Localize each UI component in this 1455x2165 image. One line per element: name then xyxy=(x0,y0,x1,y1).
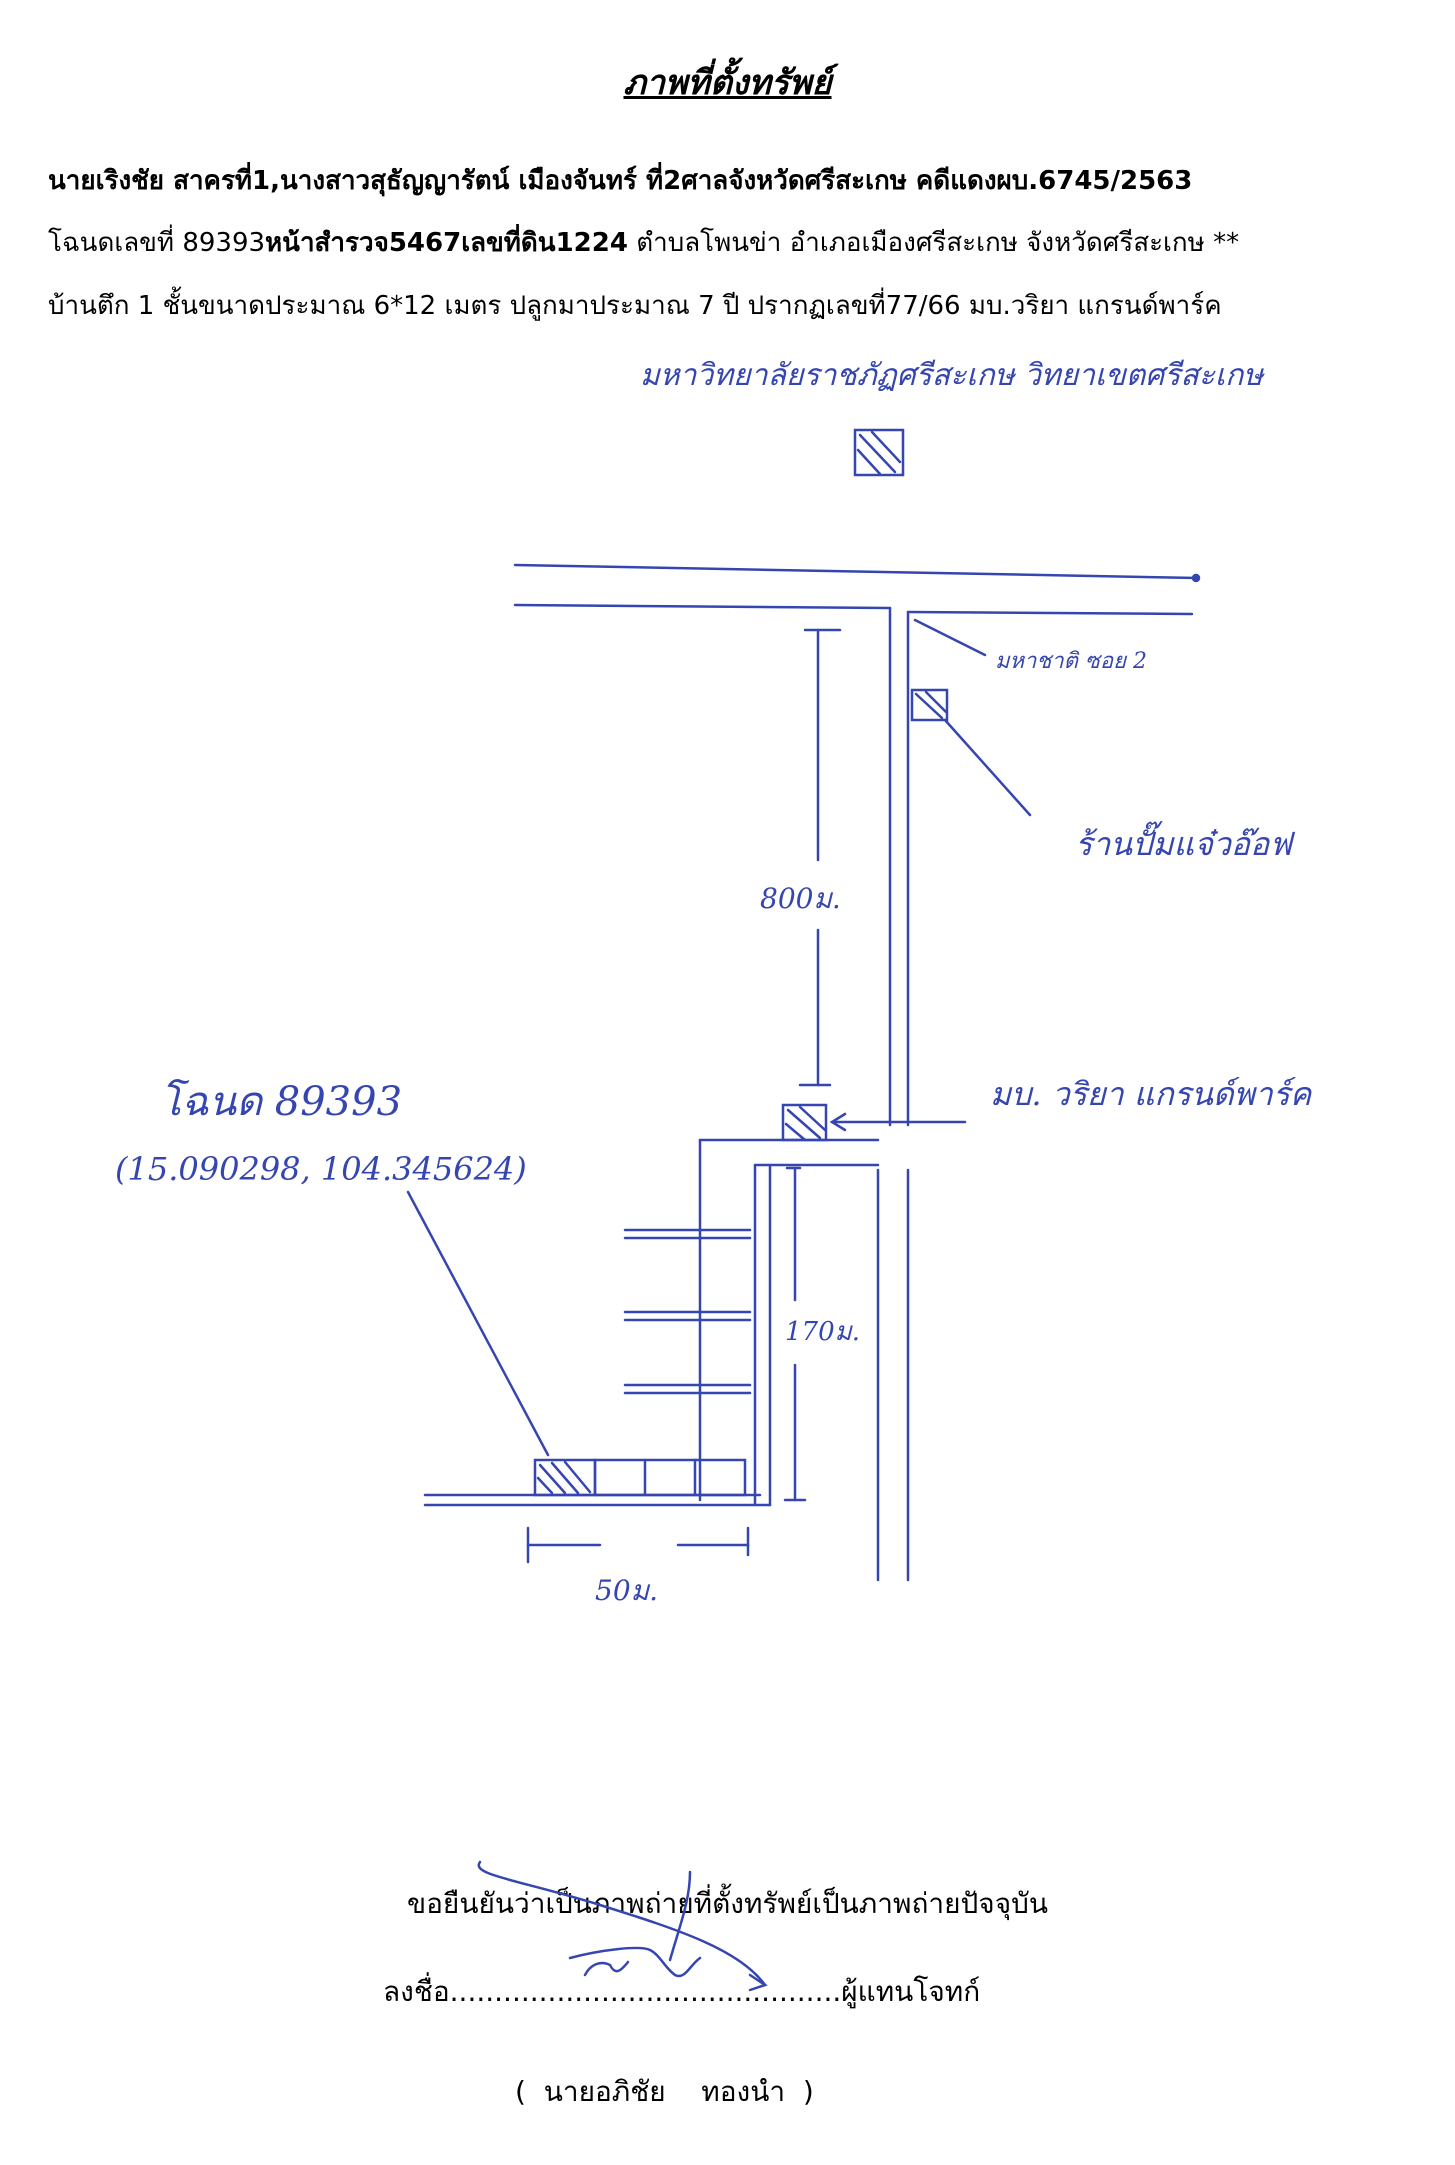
dimension-50 xyxy=(526,1526,750,1564)
shop-label: ร้านปั๊มแจ๋วอ๊อฟ xyxy=(1075,821,1295,863)
survey-land-number: หน้าสำรวจ5467เลขที่ดิน1224 xyxy=(265,228,628,258)
vertical-road xyxy=(876,606,910,1582)
deed-number: โฉนดเลขที่ 89393 xyxy=(48,228,266,258)
soi-pointer xyxy=(913,618,987,657)
property-info-line: บ้านตึก 1 ชั้นขนาดประมาณ 6*12 เมตร ปลูกม… xyxy=(48,291,1222,321)
soi-label: มหาชาติ ซอย 2 xyxy=(995,649,1147,674)
dimension-170 xyxy=(783,1166,807,1502)
case-info-line: นายเริงชัย สาครที่1,นางสาวสุธัญญารัตน์ เ… xyxy=(48,166,1193,196)
deed-label: โฉนด 89393 xyxy=(160,1078,402,1125)
deed-info-line: โฉนดเลขที่ 89393หน้าสำรวจ5467เลขที่ดิน12… xyxy=(48,222,1239,263)
distance-800-label: 800ม. xyxy=(760,882,841,915)
university-building xyxy=(853,428,905,477)
village-label: มบ. วริยา แกรนด์พาร์ค xyxy=(990,1075,1313,1113)
side-streets xyxy=(623,1228,752,1395)
shop-building xyxy=(910,688,1032,817)
signer-name: ( นายอภิชัย ทองนำ ) xyxy=(515,2075,814,2108)
main-road xyxy=(513,563,1201,616)
page-title: ภาพที่ตั้งทรัพย์ xyxy=(623,63,832,103)
bottom-road xyxy=(423,1493,772,1507)
distance-50-label: 50ม. xyxy=(595,1574,658,1607)
house-row xyxy=(593,1458,747,1497)
deed-pointer xyxy=(406,1190,550,1457)
distance-170-label: 170ม. xyxy=(785,1317,860,1347)
university-label: มหาวิทยาลัยราชภัฏศรีสะเกษ วิทยาเขตศรีสะเ… xyxy=(640,358,1265,393)
location-text: ตำบลโพนข่า อำเภอเมืองศรีสะเกษ จังหวัดศรี… xyxy=(627,228,1240,258)
coordinates-label: (15.090298, 104.345624) xyxy=(115,1150,527,1188)
signature-line: ลงชื่อ..................................… xyxy=(383,1975,981,2008)
dimension-800 xyxy=(798,628,842,1087)
subject-property xyxy=(533,1458,597,1497)
village-building xyxy=(781,1103,967,1142)
confirmation-text: ขอยืนยันว่าเป็นภาพถ่ายที่ตั้งทรัพย์เป็นภ… xyxy=(406,1887,1049,1920)
